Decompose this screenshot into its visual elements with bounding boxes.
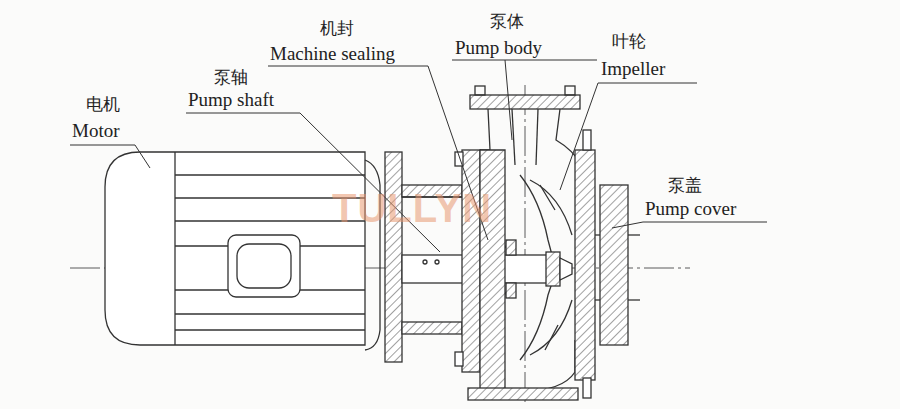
drawing-circle: [423, 260, 427, 264]
drawing-rect: [575, 150, 595, 380]
drawing-line: [536, 109, 538, 165]
part-name-zh: 泵轴: [214, 69, 248, 88]
drawing-line: [628, 299, 640, 300]
drawing-rect: [470, 95, 580, 109]
drawing-g: [70, 60, 767, 252]
drawing-line: [612, 222, 643, 228]
drawing-path: [560, 258, 572, 280]
drawing-rect: [402, 322, 462, 334]
drawing-path: [530, 300, 572, 355]
drawing-line: [300, 245, 365, 246]
drawing-line: [135, 145, 150, 168]
part-name-zh: 泵体: [490, 13, 524, 32]
drawing-line: [175, 289, 228, 290]
drawing-line: [175, 174, 365, 175]
part-name: Motor: [72, 121, 120, 142]
drawing-line: [512, 109, 515, 165]
drawing-rect: [455, 352, 463, 366]
drawing-rect: [583, 130, 591, 150]
drawing-rect: [462, 150, 480, 372]
drawing-line: [452, 60, 597, 61]
drawing-rect: [468, 388, 578, 400]
drawing-line: [560, 83, 598, 190]
drawing-rect: [385, 152, 402, 362]
drawing-line: [595, 299, 600, 300]
drawing-path: [520, 283, 552, 360]
drawing-rect: [546, 252, 560, 286]
drawing-line: [174, 152, 175, 345]
drawing-line: [186, 113, 300, 114]
drawing-path: [480, 109, 490, 150]
drawing-line: [300, 113, 440, 252]
drawing-line: [595, 234, 600, 235]
drawing-rect: [600, 185, 628, 345]
drawing-line: [643, 222, 767, 223]
drawing-circle: [435, 260, 439, 264]
drawing-rect: [475, 86, 485, 95]
part-name: Impeller: [601, 59, 665, 80]
drawing-g: [70, 60, 767, 405]
drawing-rect: [228, 235, 300, 297]
drawing-line: [175, 245, 228, 246]
drawing-rect: [506, 240, 516, 255]
drawing-path: [530, 180, 572, 235]
drawing-rect: [565, 86, 575, 95]
part-name-zh: 电机: [86, 96, 120, 115]
drawing-rect: [237, 244, 291, 288]
drawing-path: [520, 175, 552, 255]
drawing-line: [268, 66, 428, 67]
part-name-zh: 叶轮: [612, 33, 646, 52]
drawing-line: [300, 289, 365, 290]
drawing-path: [505, 340, 575, 391]
drawing-line: [525, 85, 526, 405]
drawing-rect: [506, 283, 516, 298]
part-name: Machine sealing: [270, 44, 395, 65]
drawing-line: [628, 234, 640, 235]
drawing-line: [70, 145, 135, 146]
part-name-zh: 泵盖: [668, 177, 702, 196]
drawing-rect: [583, 378, 591, 398]
part-name: Pump shaft: [188, 90, 274, 111]
drawing-line: [175, 313, 365, 314]
part-name: Pump body: [455, 38, 542, 59]
part-name-zh: 机封: [320, 20, 354, 39]
drawing-path: [105, 152, 365, 345]
watermark: TULLYN: [332, 186, 492, 230]
part-name: Pump cover: [645, 199, 736, 220]
drawing-line: [505, 60, 512, 140]
drawing-line: [175, 329, 365, 330]
drawing-line: [598, 83, 697, 84]
